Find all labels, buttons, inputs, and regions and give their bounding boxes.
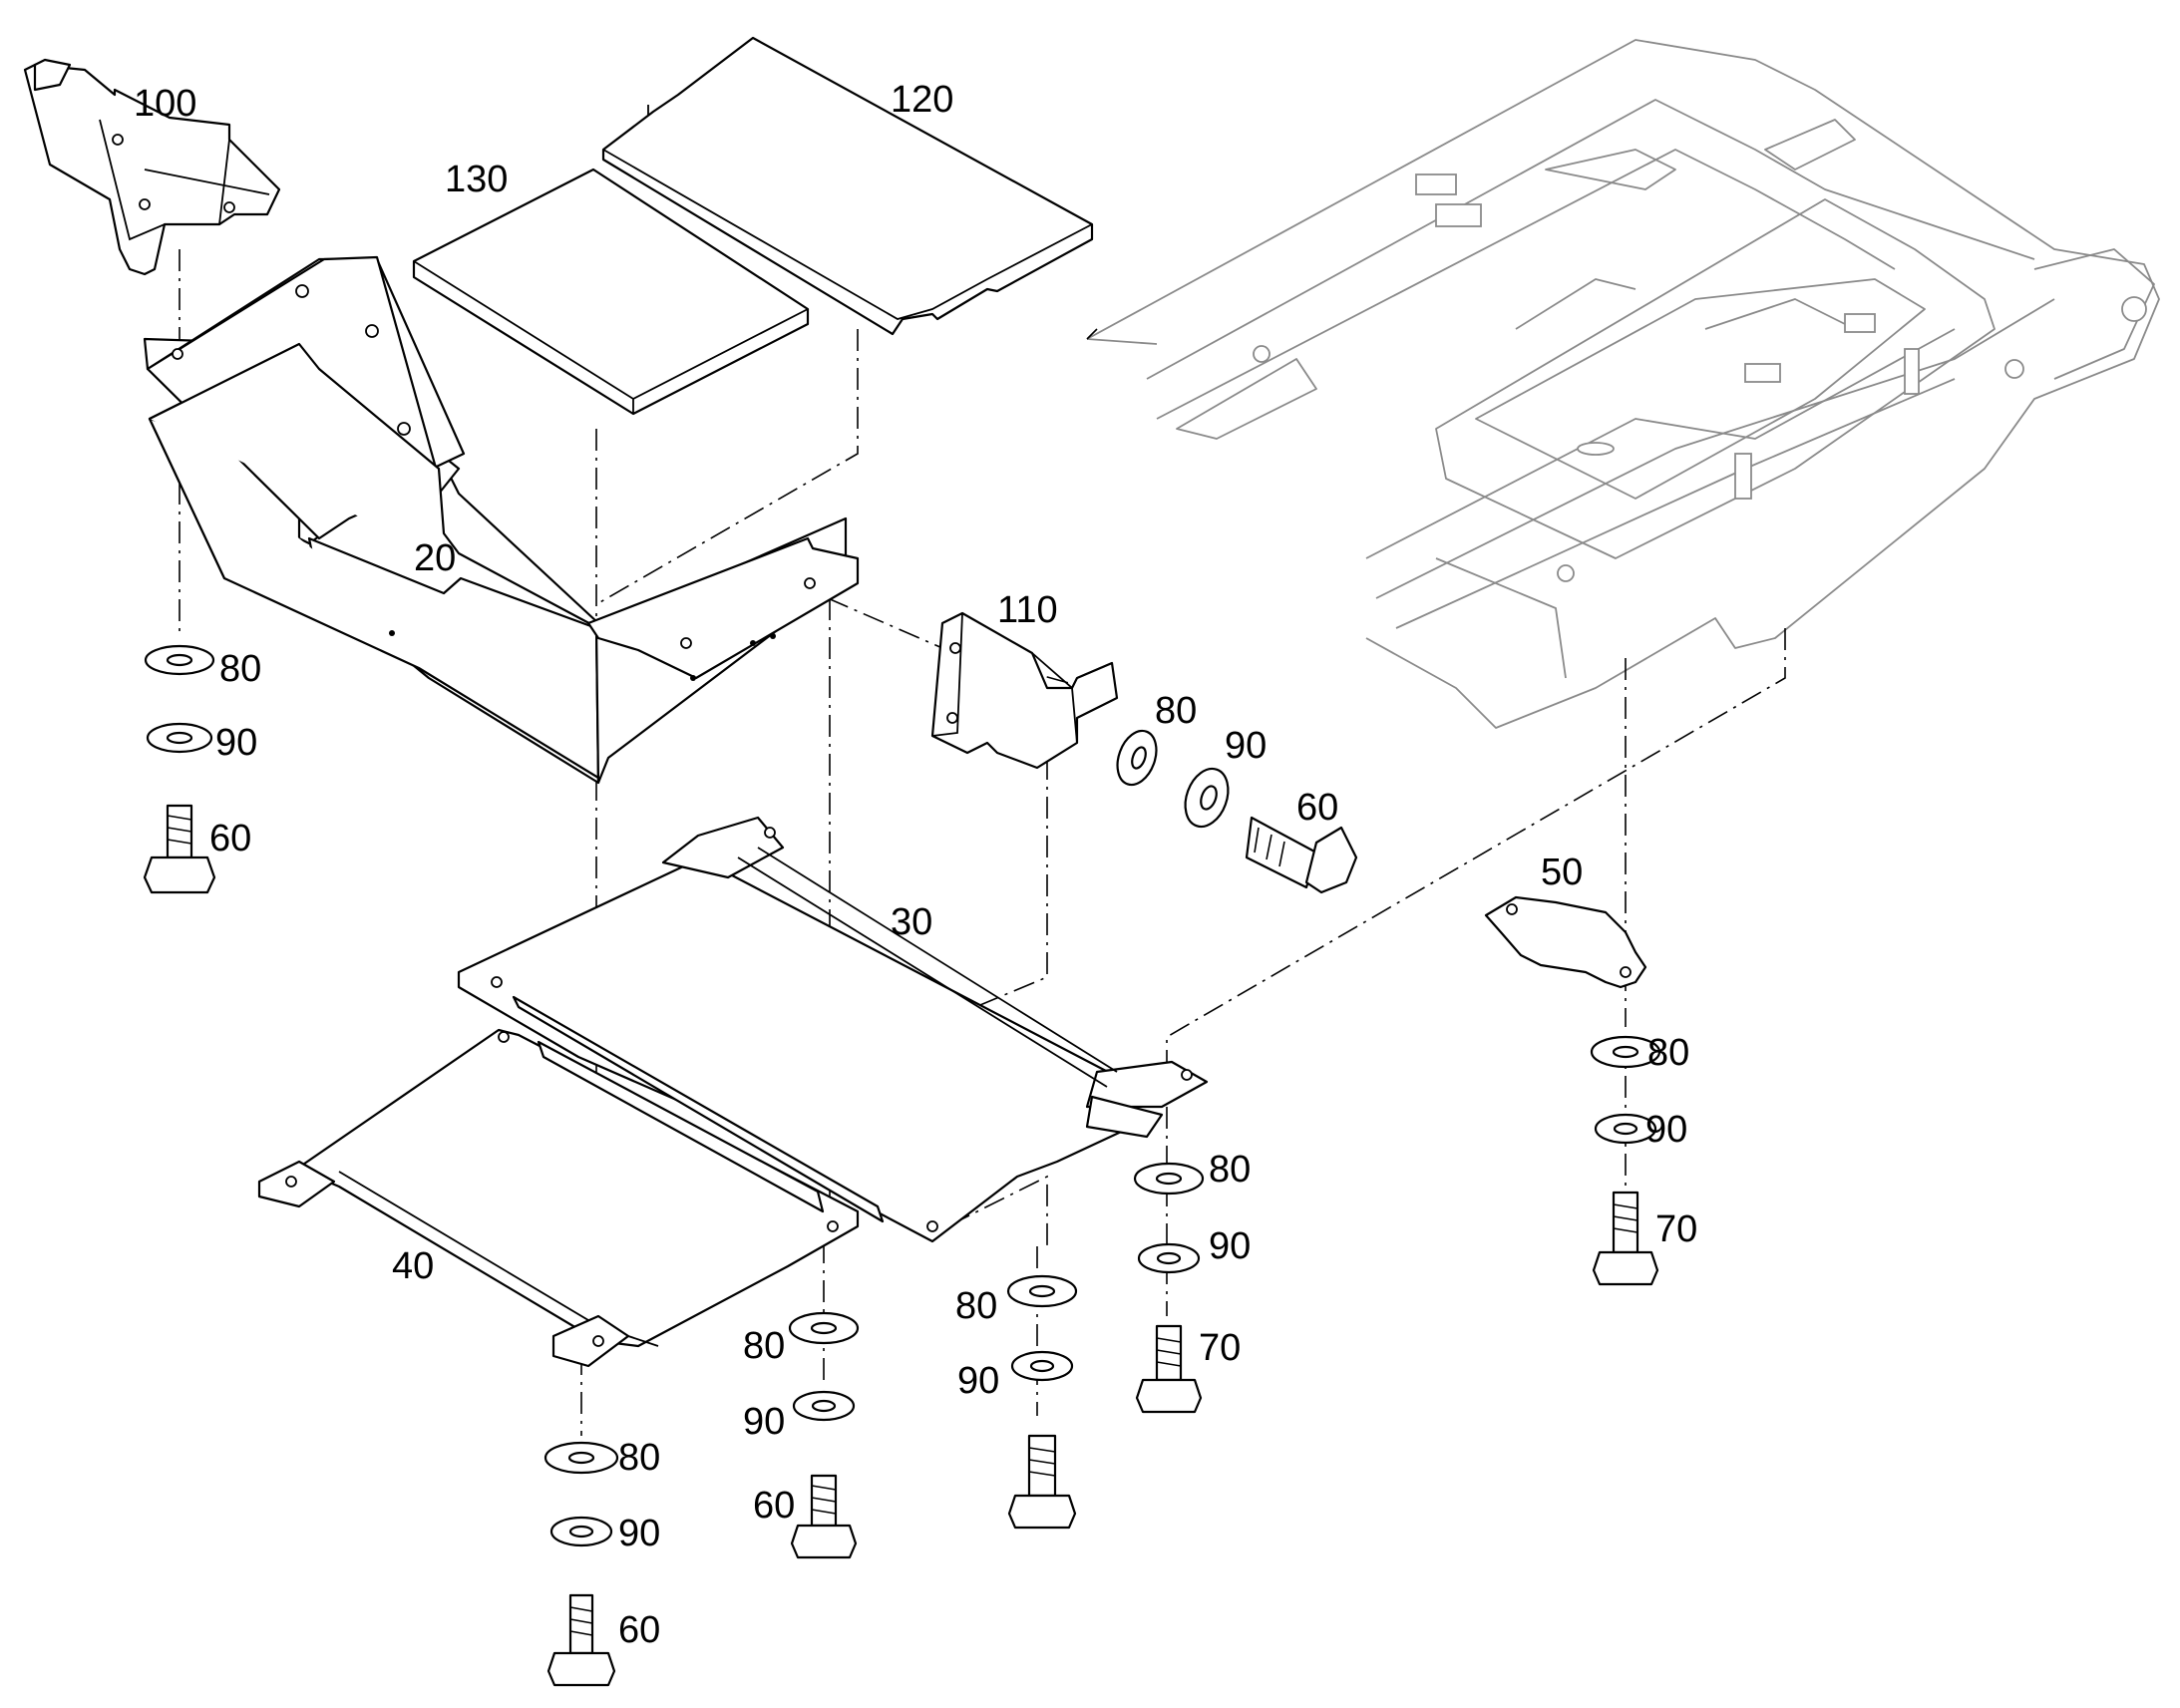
callout-90-g: 90 [1209, 1225, 1251, 1267]
fastener-stack-b [544, 1441, 619, 1687]
callout-20: 20 [414, 537, 456, 579]
callout-80-e: 80 [743, 1325, 785, 1367]
callout-90-a: 90 [215, 722, 257, 764]
callout-70-c: 70 [1655, 1208, 1697, 1250]
callout-100: 100 [134, 83, 196, 125]
callout-labels: 100 120 130 20 110 30 40 50 80 90 60 80 … [134, 79, 1697, 1651]
bracket-part-110 [930, 611, 1119, 770]
callout-90-c: 90 [1645, 1109, 1687, 1151]
callout-80-f: 80 [955, 1285, 997, 1327]
callout-70-g: 70 [1199, 1327, 1241, 1369]
fastener-stack-c [788, 1311, 860, 1559]
callout-50: 50 [1541, 852, 1583, 893]
callout-130: 130 [445, 159, 508, 200]
fastener-stack-e [1133, 1162, 1205, 1414]
fastener-stack-d [1006, 1274, 1078, 1530]
callout-90-b: 90 [1225, 725, 1267, 767]
callout-120: 120 [891, 79, 953, 121]
fastener-stack-a [143, 644, 216, 894]
callout-60-b: 60 [1296, 787, 1338, 829]
callout-90-d: 90 [618, 1513, 660, 1554]
box-body-part-20 [143, 255, 860, 785]
callout-60-d: 60 [618, 1609, 660, 1651]
plate-part-30 [457, 816, 1209, 1243]
callout-80-d: 80 [618, 1437, 660, 1479]
callout-80-g: 80 [1209, 1149, 1251, 1191]
callout-40: 40 [392, 1245, 434, 1287]
callout-60-a: 60 [209, 818, 251, 859]
callout-90-f: 90 [957, 1360, 999, 1402]
plate-part-40 [257, 1028, 860, 1368]
callout-30: 30 [891, 901, 932, 943]
callout-80-b: 80 [1155, 690, 1197, 732]
pad-part-130 [412, 168, 810, 416]
callout-60-e: 60 [753, 1485, 795, 1527]
fastener-stack-f [1590, 1035, 1661, 1286]
fastener-group-110 [1116, 729, 1358, 894]
vehicle-frame [1086, 39, 2160, 729]
cover-part-50 [1484, 895, 1647, 989]
callout-80-c: 80 [1647, 1032, 1689, 1074]
bracket-part-100 [23, 58, 281, 276]
pad-part-120 [601, 36, 1094, 336]
callout-80-a: 80 [219, 648, 261, 690]
callout-110: 110 [997, 589, 1058, 631]
callout-90-e: 90 [743, 1401, 785, 1443]
